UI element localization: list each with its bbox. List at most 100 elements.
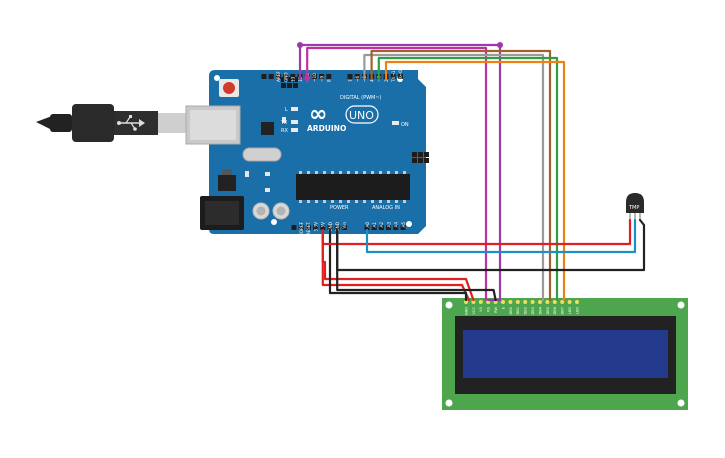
lcd-pin-label-db0-6: DB0 — [509, 306, 513, 314]
led-on — [392, 121, 399, 125]
lcd-mount-hole — [445, 399, 453, 407]
lcd-pin-db4-10[interactable] — [538, 300, 542, 304]
usb-cable-end — [36, 116, 52, 130]
power-pin-gnd-4[interactable] — [327, 225, 333, 230]
lcd-pin-db5-11[interactable] — [545, 300, 550, 304]
wire-d4-to-lcd-db5[interactable] — [370, 49, 552, 302]
power-pin-ioref-0[interactable] — [298, 225, 304, 230]
chip-leg — [403, 200, 406, 203]
lcd-pin-vcc-1[interactable] — [471, 300, 476, 304]
led-tx — [291, 120, 298, 124]
usb-plug-grip — [50, 114, 72, 132]
analog-pin-a4-4[interactable] — [393, 225, 399, 230]
lcd-pin-label-rs-3: RS — [487, 306, 491, 311]
power-pin-gnd-5[interactable] — [334, 225, 340, 230]
power-pin-label-gnd-4: GND — [328, 222, 333, 232]
reset-button[interactable] — [223, 82, 235, 94]
power-pin-5v-3[interactable] — [320, 225, 326, 230]
digital-pin-6-9[interactable] — [354, 74, 360, 79]
smd-component — [265, 172, 270, 176]
wire-gnd-to-lcd-rw[interactable] — [336, 228, 497, 302]
digital-pin-unlabeled-0[interactable] — [261, 74, 267, 79]
digital-pin-7-8[interactable] — [347, 74, 353, 79]
icsp-pin — [281, 77, 286, 82]
power-jack-inner — [205, 201, 239, 225]
digital-pin-13-2[interactable] — [290, 74, 296, 79]
digital-pin-8-7[interactable] — [326, 74, 332, 79]
lcd-screen — [463, 330, 668, 378]
lcd-pin-e-5[interactable] — [501, 300, 505, 304]
chip-leg — [363, 171, 366, 174]
wire-junction — [304, 75, 311, 81]
lcd-pin-led-14[interactable] — [567, 300, 572, 304]
usb-icon — [117, 115, 145, 131]
wire-d2-to-lcd-db7[interactable] — [384, 60, 566, 302]
digital-pin-label-aref-0: AREF — [276, 71, 281, 82]
power-pin-3-3v-2[interactable] — [313, 225, 319, 230]
analog-pin-a0-0[interactable] — [364, 225, 370, 230]
lcd-pin-db1-7[interactable] — [515, 300, 520, 304]
analog-pin-label-a4-4: A4 — [394, 222, 399, 228]
lcd-pin-db0-6[interactable] — [508, 300, 513, 304]
digital-pin-9-6[interactable] — [319, 74, 325, 79]
wire-gnd-to-tmp-gnd[interactable] — [336, 218, 646, 272]
led-on-label: ON — [401, 122, 409, 128]
lcd-pin-db7-13[interactable] — [560, 300, 565, 304]
lcd-pin-db2-8[interactable] — [523, 300, 528, 304]
crystal-oscillator — [242, 147, 282, 162]
digital-pin-unlabeled-1[interactable] — [268, 74, 274, 79]
infinity-logo-icon: ∞ — [309, 102, 327, 127]
wires[interactable] — [297, 42, 646, 302]
wire-a0-to-tmp-vout[interactable] — [365, 218, 637, 254]
chip-leg — [355, 200, 358, 203]
analog-pin-a1-1[interactable] — [371, 225, 377, 230]
wire-d3-to-lcd-db6[interactable] — [377, 56, 559, 302]
power-pin-vin-6[interactable] — [341, 225, 347, 230]
wire-d5-to-lcd-db4[interactable] — [363, 53, 545, 302]
chip-leg — [331, 171, 334, 174]
lcd-pin-led-15[interactable] — [575, 300, 579, 304]
digital-pin-aref-0[interactable] — [275, 74, 281, 79]
usb-plug-metal — [158, 113, 186, 133]
analog-pin-label-a0-0: A0 — [365, 222, 370, 228]
wire-d11-to-lcd-e[interactable] — [306, 46, 488, 302]
digital-pin-rx-0-15[interactable] — [397, 74, 403, 79]
digital-pin-10-5[interactable] — [311, 74, 317, 79]
digital-pin-tx-1-14[interactable] — [390, 74, 396, 79]
wire-gnd-to-lcd-gnd[interactable] — [328, 228, 468, 302]
chip-leg — [363, 200, 366, 203]
chip-leg — [387, 200, 390, 203]
lcd-pin-v0-2[interactable] — [478, 300, 483, 304]
analog-pin-label-a3-3: A3 — [386, 222, 391, 228]
power-pin-unlabeled[interactable] — [291, 225, 297, 230]
wire-junction — [497, 42, 503, 48]
voltage-regulator — [218, 175, 236, 191]
analog-pin-a2-2[interactable] — [378, 225, 384, 230]
digital-pin-gnd-1[interactable] — [283, 74, 289, 79]
lcd-pin-gnd-0[interactable] — [464, 300, 468, 304]
digital-pin-label-4-11: 4 — [369, 79, 374, 82]
usb-cable[interactable] — [36, 104, 186, 142]
power-pin-label-5v-3: 5V — [321, 222, 326, 228]
chip-leg — [307, 200, 310, 203]
analog-pin-a3-3[interactable] — [386, 225, 392, 230]
tmp-sensor-body — [626, 193, 644, 213]
chip-leg — [347, 171, 350, 174]
wire-5v-to-tmp-vs[interactable] — [321, 218, 632, 246]
digital-pin-label-2-13: 2 — [384, 79, 389, 82]
lcd-pin-label-gnd-0: GND — [464, 307, 468, 315]
wire-junction — [297, 42, 303, 48]
arduino-uno-board[interactable]: L TX RX ON ∞ ARDUINO UNO DIGITAL (PWM~) … — [185, 70, 429, 236]
lcd-pin-db3-9[interactable] — [530, 300, 535, 304]
usb-controller-chip — [261, 122, 274, 135]
tmp36-temperature-sensor[interactable]: TMP — [626, 193, 644, 220]
lcd-pin-db6-12[interactable] — [552, 300, 557, 304]
analog-pin-a5-5[interactable] — [400, 225, 406, 230]
power-pin-reset-1[interactable] — [305, 225, 311, 230]
lcd-pin-label-led-15: LED — [575, 307, 579, 314]
